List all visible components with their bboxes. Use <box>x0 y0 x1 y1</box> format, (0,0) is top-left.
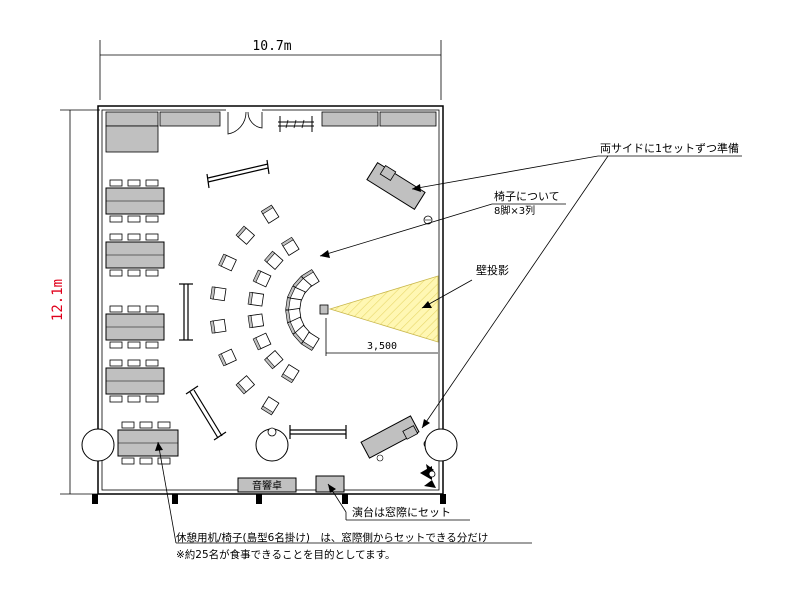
chair <box>301 331 320 351</box>
desk-chair <box>109 215 123 223</box>
rest-desk-islands <box>105 179 179 465</box>
chair <box>281 363 300 384</box>
chair <box>264 349 284 370</box>
height-label: 12.1m <box>50 279 66 321</box>
desk-chair <box>121 457 135 465</box>
desk-chair <box>109 233 123 241</box>
stage-note: 演台は窓際にセット <box>352 505 451 519</box>
desk-chair <box>139 421 153 429</box>
desk-island <box>105 359 165 403</box>
desk-chair <box>145 395 159 403</box>
desk-chair <box>145 305 159 313</box>
chair <box>235 225 256 245</box>
chair <box>252 332 272 351</box>
desk-chair <box>157 457 171 465</box>
desk-chair <box>145 359 159 367</box>
bottom-furniture: 音響卓 <box>92 475 446 504</box>
desk-chair <box>127 395 141 403</box>
desk-chair <box>127 341 141 349</box>
projection-beam <box>328 275 439 343</box>
desk-island <box>117 421 179 465</box>
desk-chair <box>145 269 159 277</box>
chair <box>260 204 280 224</box>
pillar-left <box>81 428 115 462</box>
desk-chair <box>157 421 171 429</box>
chair <box>218 348 237 367</box>
meal-note: ※約25名が食事できることを目的としてます。 <box>176 548 396 561</box>
chair <box>210 318 227 334</box>
partitions <box>179 159 347 441</box>
chair <box>285 297 302 313</box>
chairs-detail: 8脚×3列 <box>494 204 535 217</box>
projector-icon <box>319 304 329 315</box>
chair <box>210 286 227 302</box>
desk-island <box>105 179 165 223</box>
partition-bottom <box>289 425 347 439</box>
both-sides-label: 両サイドに1セットずつ準備 <box>600 141 739 155</box>
rest-desk-note: 休憩用机/椅子(島型6名掛け) は、窓際側からセットできる分だけ <box>176 531 488 544</box>
chair <box>247 291 265 307</box>
desk-island <box>105 233 165 277</box>
width-label: 10.7m <box>252 39 291 54</box>
desk-chair <box>145 341 159 349</box>
projection-area: 3,500 <box>319 275 439 356</box>
fan-icon <box>420 464 436 488</box>
partition-top <box>206 159 270 189</box>
annotation-rest-desks: 休憩用机/椅子(島型6名掛け) は、窓際側からセットできる分だけ ※約25名が食… <box>155 441 532 561</box>
wall-projection-label: 壁投影 <box>476 263 509 277</box>
pillars <box>81 427 458 462</box>
desk-chair <box>145 233 159 241</box>
desk-chair <box>127 269 141 277</box>
audio-desk-label: 音響卓 <box>252 479 282 492</box>
chairs-title: 椅子について <box>494 189 560 203</box>
chair <box>281 236 300 257</box>
desk-chair <box>109 395 123 403</box>
height-dimension: 12.1m <box>50 109 100 495</box>
chair <box>252 269 272 288</box>
pillar-right <box>424 428 458 462</box>
desk-chair <box>109 179 123 187</box>
desk-island <box>105 305 165 349</box>
desk-chair <box>109 269 123 277</box>
desk-chair <box>127 305 141 313</box>
desk-chair <box>109 359 123 367</box>
top-furniture <box>105 111 437 153</box>
audio-desk <box>237 477 297 493</box>
chair <box>218 253 237 272</box>
desk-chair <box>127 215 141 223</box>
projection-distance-label: 3,500 <box>367 341 397 352</box>
desk-chair <box>145 215 159 223</box>
annotation-both-sides: 両サイドに1セットずつ準備 <box>411 141 742 429</box>
chair <box>247 313 265 329</box>
desk-chair <box>109 341 123 349</box>
door <box>226 107 263 135</box>
chair <box>260 396 280 416</box>
desk-chair <box>121 421 135 429</box>
chair <box>264 250 284 271</box>
desk-chair <box>127 233 141 241</box>
station-bottom <box>360 415 433 462</box>
partition-left <box>179 283 193 341</box>
annotation-wall-projection: 壁投影 <box>421 263 509 309</box>
annotation-stage: 演台は窓際にセット <box>327 483 470 521</box>
station-top <box>366 161 433 225</box>
desk-chair <box>139 457 153 465</box>
desk-chair <box>127 179 141 187</box>
partition-bottom-left <box>185 385 227 441</box>
chair <box>235 375 256 395</box>
audience-chairs <box>210 204 320 416</box>
desk-chair <box>109 305 123 313</box>
desk-chair <box>145 179 159 187</box>
width-dimension: 10.7m <box>99 39 442 100</box>
desk-chair <box>127 359 141 367</box>
annotation-chairs: 椅子について 8脚×3列 <box>319 189 566 258</box>
